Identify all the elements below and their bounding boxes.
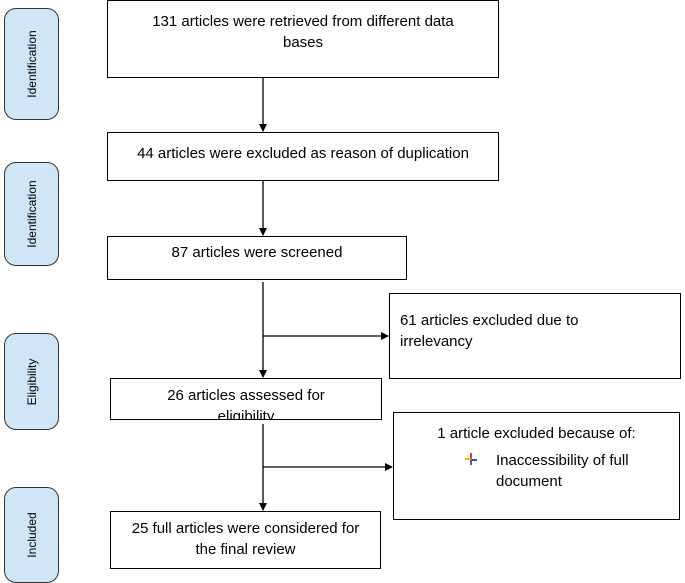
bullet-text: Inaccessibility of full document xyxy=(496,452,629,490)
box-retrieved: 131 articles were retrieved from differe… xyxy=(107,0,499,78)
box-excluded-irrelevancy: 61 articles excluded due to irrelevancy xyxy=(389,293,681,379)
box-excluded-duplication: 44 articles were excluded as reason of d… xyxy=(107,132,499,181)
colored-cross-bullet-icon xyxy=(465,453,477,465)
box-text: 61 articles excluded due to irrelevancy xyxy=(400,312,579,350)
box-excluded-access: 1 article excluded because of: Inaccessi… xyxy=(393,412,680,520)
stage-included: Included xyxy=(4,487,59,583)
box-text: 131 articles were retrieved from differe… xyxy=(152,13,454,51)
box-final: 25 full articles were considered for the… xyxy=(110,511,381,569)
box-heading: 1 article excluded because of: xyxy=(437,425,636,442)
bullet-item: Inaccessibility of full document xyxy=(400,450,673,492)
box-assessed: 26 articles assessed for eligibility xyxy=(110,378,382,420)
box-screened: 87 articles were screened xyxy=(107,236,407,280)
box-text: 87 articles were screened xyxy=(171,244,343,261)
box-text: 26 articles assessed for eligibility xyxy=(167,387,325,420)
box-text: 25 full articles were considered for the… xyxy=(131,520,360,558)
stage-identification-2: Identification xyxy=(4,162,59,266)
stage-eligibility: Eligibility xyxy=(4,333,59,430)
stage-identification-1: Identification xyxy=(4,8,59,120)
box-text: 44 articles were excluded as reason of d… xyxy=(137,145,469,162)
